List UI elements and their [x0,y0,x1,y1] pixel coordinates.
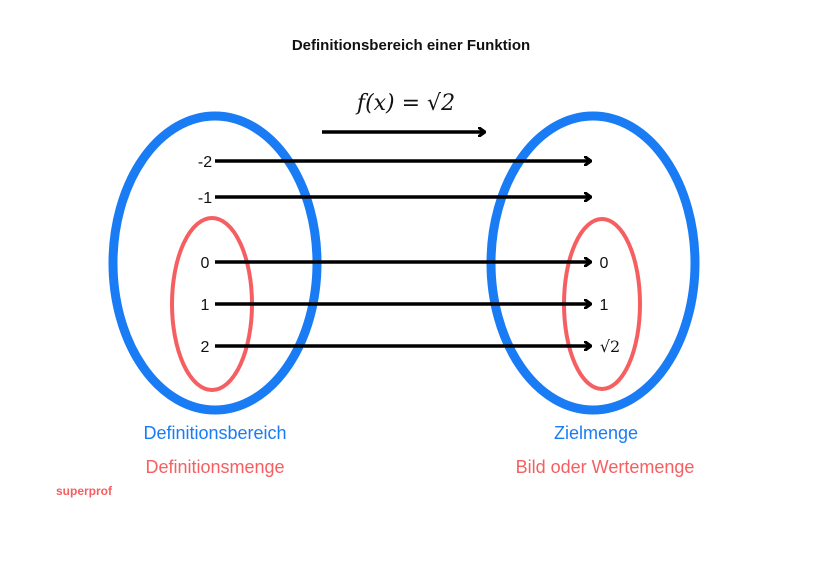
domain-label: Definitionsbereich [143,423,286,443]
codomain-value: 1 [600,297,609,314]
domain-value: 2 [201,339,210,356]
function-label: f(x) = √2 [355,91,455,116]
codomain-label: Zielmenge [554,423,638,443]
domain-value: -1 [198,190,212,207]
domain-value: 1 [201,297,210,314]
image-label: Bild oder Wertemenge [516,457,695,477]
codomain-value: √2 [600,337,620,356]
domain-value: 0 [201,255,210,272]
superprof-logo: superprof [56,484,113,498]
diagram-title: Definitionsbereich einer Funktion [292,37,530,54]
codomain-value: 0 [600,255,609,272]
domain-value: -2 [198,154,212,171]
definition-set-label: Definitionsmenge [145,457,284,477]
